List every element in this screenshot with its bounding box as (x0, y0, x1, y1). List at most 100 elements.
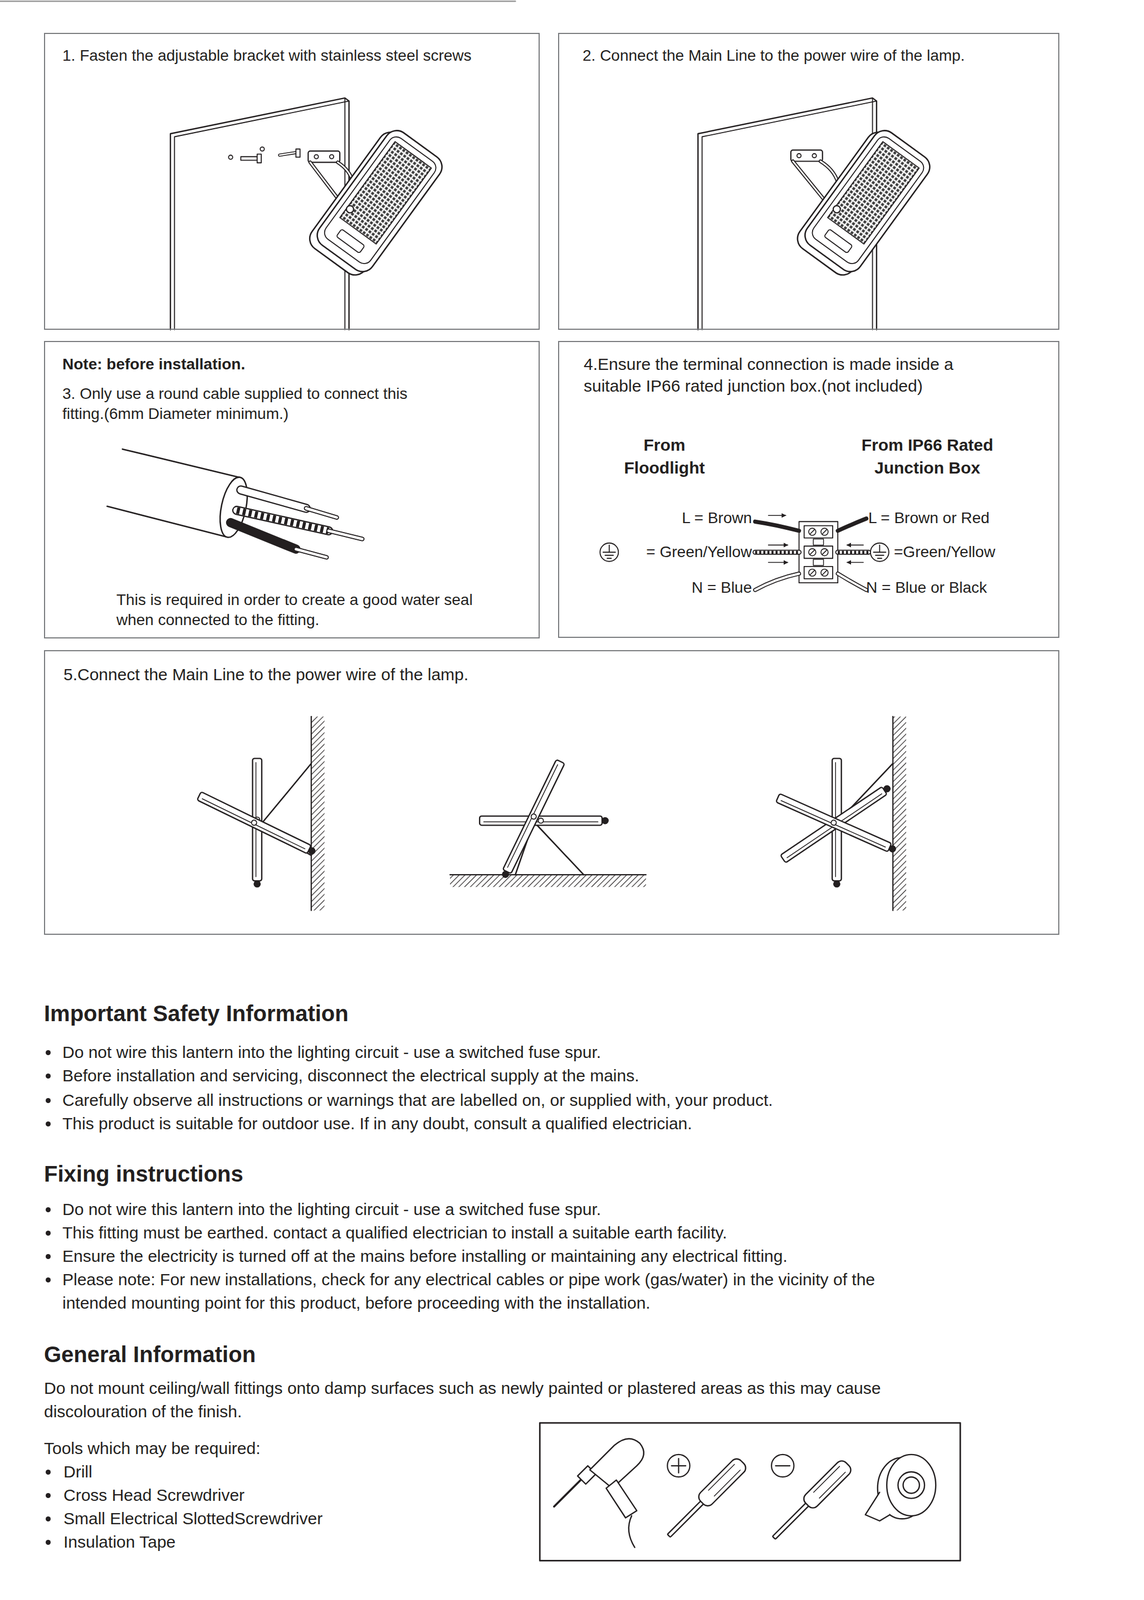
screwdriver-icon (801, 1458, 854, 1510)
terminal-block (808, 528, 816, 536)
direction-arrows (768, 514, 786, 516)
top-rule (0, 0, 516, 3)
screws (279, 152, 296, 156)
wall-mount-view (197, 716, 325, 911)
earth-symbol (608, 544, 610, 552)
label-box: Do not mount ceiling/wall fittings onto … (44, 1376, 886, 1424)
bullet-dot (45, 1073, 51, 1079)
illustration (0, 1, 961, 1561)
pivot (346, 205, 354, 213)
label-box: This fitting must be earthed. contact a … (62, 1220, 954, 1245)
adjustable-bracket (797, 153, 801, 158)
section-heading: General Information (44, 1340, 991, 1368)
bullet-dot (45, 1516, 51, 1522)
screwdriver-icon (772, 1501, 810, 1539)
adjustable-bracket (812, 153, 816, 158)
round-cable (306, 507, 337, 517)
tape-icon (865, 1492, 891, 1521)
bullet-dot (45, 1230, 51, 1236)
panel-text-box: 1. Fasten the adjustable bracket with st… (62, 45, 536, 66)
wall-mount-view (775, 716, 907, 911)
terminal-block (813, 559, 824, 566)
earth-symbol (599, 543, 619, 562)
tool-item: Insulation Tape (63, 1529, 532, 1554)
screws (295, 149, 300, 158)
terminal-block (808, 568, 816, 576)
screws (228, 147, 300, 163)
instruction-panel: Note: before installation. 3. Only use a … (44, 340, 540, 639)
direction-arrows (768, 561, 789, 564)
wall-mount-view (262, 763, 312, 823)
terminal-block (822, 550, 827, 555)
drill-icon (605, 1479, 637, 1518)
terminal-block (808, 548, 816, 556)
label-box: Small Electrical SlottedScrewdriver (63, 1506, 532, 1530)
ground-mount-view (450, 759, 647, 887)
cross-head-symbol (667, 1454, 690, 1477)
earth-symbol (604, 554, 614, 556)
bullet-dot (45, 1206, 51, 1212)
direction-arrows (847, 544, 864, 546)
screwdriver-icon (708, 1463, 735, 1490)
screwdriver-icon (813, 1465, 840, 1493)
label-box: N = Blue or Black (866, 578, 1056, 598)
floodlight (792, 123, 935, 282)
panel-text-box: Note: before installation. (62, 354, 520, 375)
ground-mount-view (479, 815, 609, 825)
screws (240, 156, 257, 160)
step-instruction: 2. Connect the Main Line to the power wi… (582, 45, 1056, 66)
panel-text-box: This is required in order to create a go… (116, 589, 490, 631)
bullet-dot (45, 1539, 51, 1545)
terminal-block (804, 566, 833, 579)
wires (837, 573, 867, 590)
terminal-block (810, 529, 815, 534)
ground-mount-view (500, 759, 565, 879)
bullet-dot (45, 1049, 51, 1055)
wires (837, 550, 869, 554)
wires (837, 518, 867, 531)
wires (755, 573, 800, 590)
label-box: = Green/Yellow (584, 542, 752, 562)
label-box: General Information (44, 1340, 991, 1368)
drill-icon (554, 1438, 644, 1547)
wires (755, 573, 800, 590)
earth-symbol (607, 557, 611, 559)
step-instruction: 3. Only use a round cable supplied to co… (62, 383, 430, 425)
wire-label: L = Brown or Red (868, 508, 1053, 528)
slotted-symbol (771, 1454, 794, 1477)
terminal-block (799, 521, 839, 583)
wires (755, 518, 869, 590)
wall-panel-1 (174, 100, 349, 330)
wires (755, 521, 800, 531)
earth-symbol (603, 551, 616, 553)
round-cable (306, 507, 337, 517)
note-heading: Note: before installation. (62, 354, 520, 375)
label-box: Tools which may be required: (44, 1436, 523, 1460)
earth-symbol (877, 557, 882, 559)
slotted-symbol (771, 1454, 794, 1477)
label-box: Insulation Tape (63, 1529, 532, 1554)
round-cable (230, 522, 296, 550)
direction-arrows (768, 544, 789, 546)
screws (257, 154, 262, 164)
panel-text-box: 2. Connect the Main Line to the power wi… (582, 45, 1056, 66)
label-box: From Floodlight (608, 433, 721, 479)
round-cable (106, 506, 227, 537)
label-box: Ensure the electricity is turned off at … (62, 1244, 954, 1268)
earth-symbol (873, 551, 886, 553)
earth-symbol (599, 543, 619, 562)
label-box: This product is suitable for outdoor use… (62, 1111, 954, 1136)
pivot (833, 205, 841, 213)
screwdriver-icon (714, 1469, 741, 1496)
tool-item: Cross Head Screwdriver (63, 1483, 532, 1507)
paragraph: Do not mount ceiling/wall fittings onto … (44, 1376, 886, 1424)
terminal-block (799, 521, 839, 583)
wire-label: N = Blue or Black (866, 578, 1056, 598)
ground-mount-view (534, 822, 584, 875)
terminal-block (813, 538, 824, 545)
wall-mount-view (775, 793, 898, 855)
bullet-text: Ensure the electricity is turned off at … (62, 1244, 954, 1268)
earth-symbol (878, 544, 880, 552)
wall-mount-view (892, 716, 907, 911)
round-cable (122, 448, 242, 478)
